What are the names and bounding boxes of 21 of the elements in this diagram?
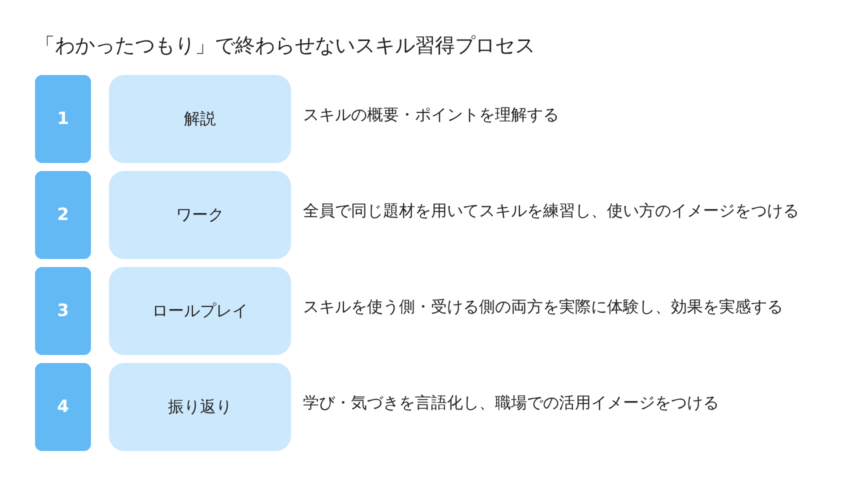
- step-box: [109, 363, 291, 451]
- step-title: ワーク: [176, 204, 224, 224]
- number-box: [35, 363, 91, 451]
- step-description: スキルの概要・ポイントを理解する: [303, 104, 559, 126]
- step-box: [109, 267, 291, 355]
- step-box: [109, 75, 291, 163]
- step-description: 学び・気づきを言語化し、職場での活用イメージをつける: [303, 392, 719, 414]
- step-title: 振り返り: [168, 396, 232, 416]
- step-number: 2: [57, 205, 69, 225]
- title: 「わかったつもり」で終わらせないスキル習得プロセス: [35, 32, 535, 59]
- step-number: 1: [57, 109, 69, 129]
- number-box: [35, 75, 91, 163]
- number-box: [35, 267, 91, 355]
- step-description: スキルを使う側・受ける側の両方を実際に体験し、効果を実感する: [303, 296, 783, 318]
- step-description: 全員で同じ題材を用いてスキルを練習し、使い方のイメージをつける: [303, 200, 799, 222]
- step-number: 4: [57, 397, 69, 417]
- step-box: [109, 171, 291, 259]
- step-title: ロールプレイ: [152, 300, 248, 320]
- step-title: 解説: [184, 108, 216, 128]
- step-number: 3: [57, 301, 69, 321]
- number-box: [35, 171, 91, 259]
